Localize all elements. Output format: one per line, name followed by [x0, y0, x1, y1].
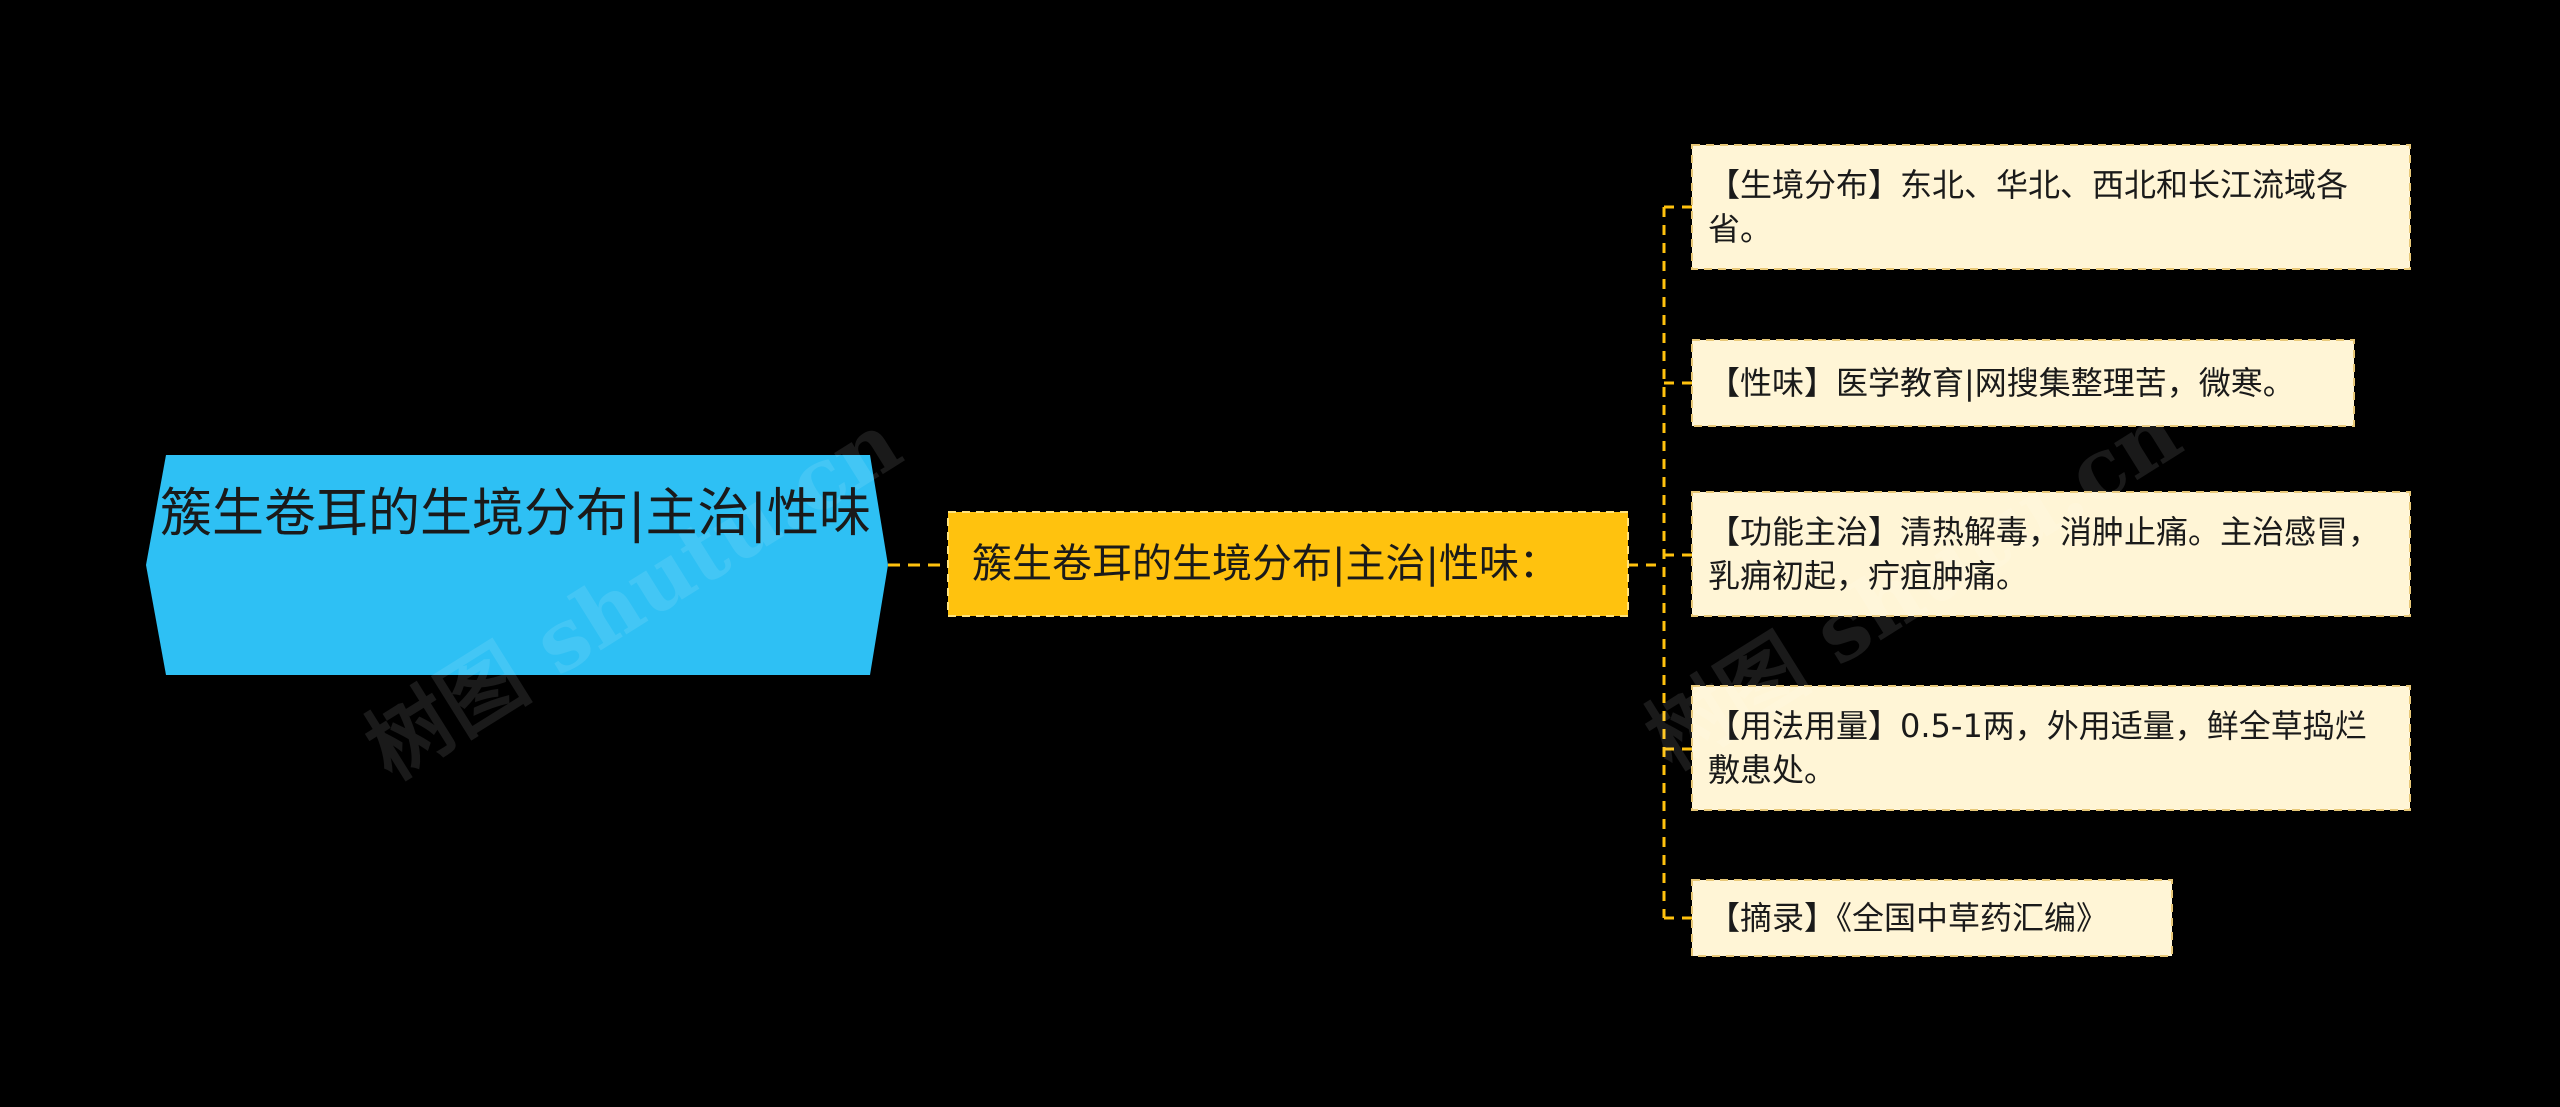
leaf-node-3-shape[interactable] [1691, 491, 2411, 617]
connectors [888, 205, 1692, 920]
branch-node-label: 簇生卷耳的生境分布|主治|性味： [972, 541, 1559, 587]
leaf-node-4-label: 【用法用量】0.5-1两，外用适量，鲜全草捣烂敷患处。 [1708, 707, 2367, 789]
leaf-node-5-label: 【摘录】《全国中草药汇编》 [1708, 899, 2109, 937]
branch-node-shape[interactable] [947, 511, 1629, 617]
leaf-node-2-shape[interactable] [1691, 339, 2355, 427]
leaf-node-1-shape[interactable] [1691, 144, 2411, 270]
leaf-node-1-label: 【生境分布】东北、华北、西北和长江流域各省。 [1708, 166, 2349, 248]
root-node-shape[interactable] [146, 455, 888, 675]
branch-to-leaves-trunk [1628, 207, 1666, 918]
leaf-node-3-label: 【功能主治】清热解毒，消肿止痛。主治感冒，乳痈初起，疔疽肿痛。 [1708, 513, 2381, 595]
root-node-label: 簇生卷耳的生境分布|主治|性味 [160, 484, 872, 544]
leaf-node-2-label: 【性味】医学教育|网搜集整理苦，微寒。 [1708, 364, 2295, 402]
leaf-node-5-shape[interactable] [1691, 879, 2173, 957]
leaf-node-4-shape[interactable] [1691, 685, 2411, 811]
